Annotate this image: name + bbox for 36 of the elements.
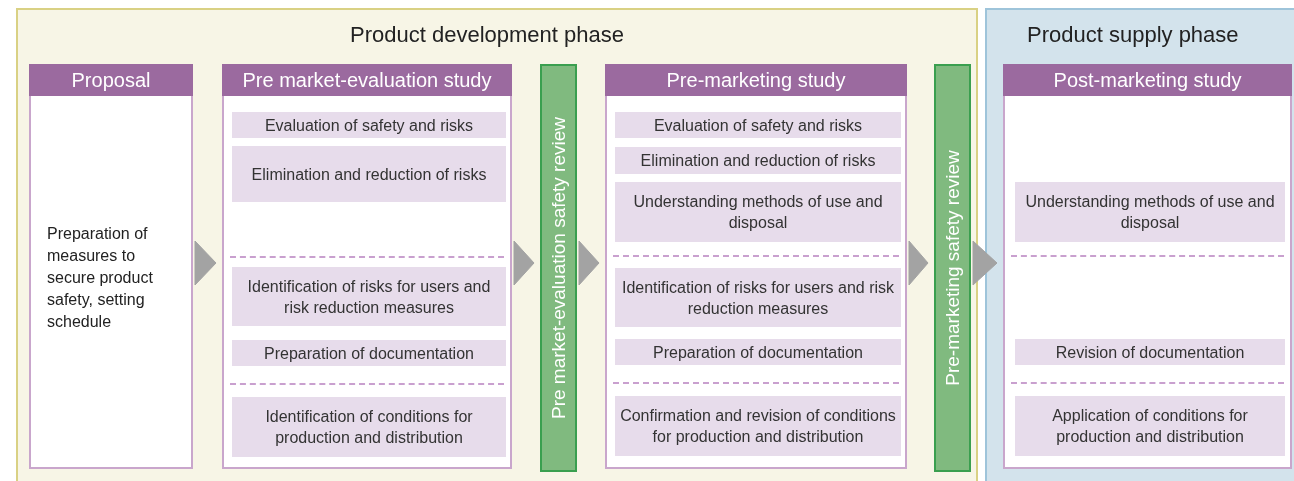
- review-bar: [540, 64, 577, 472]
- phase-title: Product supply phase: [1027, 21, 1239, 49]
- arrow: [908, 240, 929, 286]
- stage-header: Proposal: [29, 64, 193, 96]
- task-box: Application of conditions for production and distribution: [1015, 396, 1285, 456]
- task-box: Elimination and reduction of risks: [232, 146, 506, 202]
- task-box: Evaluation of safety and risks: [232, 112, 506, 138]
- task-box: Understanding methods of use and disposal: [615, 182, 901, 242]
- phase-title: Product development phase: [350, 21, 624, 49]
- stage-column: [29, 64, 193, 469]
- arrow: [513, 240, 535, 286]
- stage-column: [222, 64, 512, 469]
- task-box: Identification of conditions for production and distribution: [232, 397, 506, 457]
- stage-description: Preparation of measures to secure product safety, setting schedule: [47, 224, 154, 332]
- phase-panel: [16, 8, 978, 481]
- review-bar: [934, 64, 971, 472]
- task-box: Preparation of documentation: [615, 339, 901, 365]
- stage-column: [605, 64, 907, 469]
- review-label: Pre-marketing safety review: [940, 150, 964, 386]
- stage-header: Pre-marketing study: [605, 64, 907, 96]
- stage-header: Post-marketing study: [1003, 64, 1292, 96]
- arrow: [972, 240, 998, 286]
- task-box: Identification of risks for users and risk reduction measures: [615, 268, 901, 327]
- arrow: [578, 240, 600, 286]
- task-box: Evaluation of safety and risks: [615, 112, 901, 138]
- task-box: Revision of documentation: [1015, 339, 1285, 365]
- task-box: Confirmation and revision of conditions for production and distribution: [615, 396, 901, 456]
- task-box: Understanding methods of use and disposal: [1015, 182, 1285, 242]
- arrow: [194, 240, 217, 286]
- task-box: Identification of risks for users and risk reduction measures: [232, 267, 506, 326]
- phase-panel: [985, 8, 1294, 481]
- stage-header: Pre market-evaluation study: [222, 64, 512, 96]
- task-box: Elimination and reduction of risks: [615, 147, 901, 174]
- task-box: Preparation of documentation: [232, 340, 506, 366]
- stage-column: [1003, 64, 1292, 469]
- review-label: Pre market-evaluation safety review: [546, 117, 570, 419]
